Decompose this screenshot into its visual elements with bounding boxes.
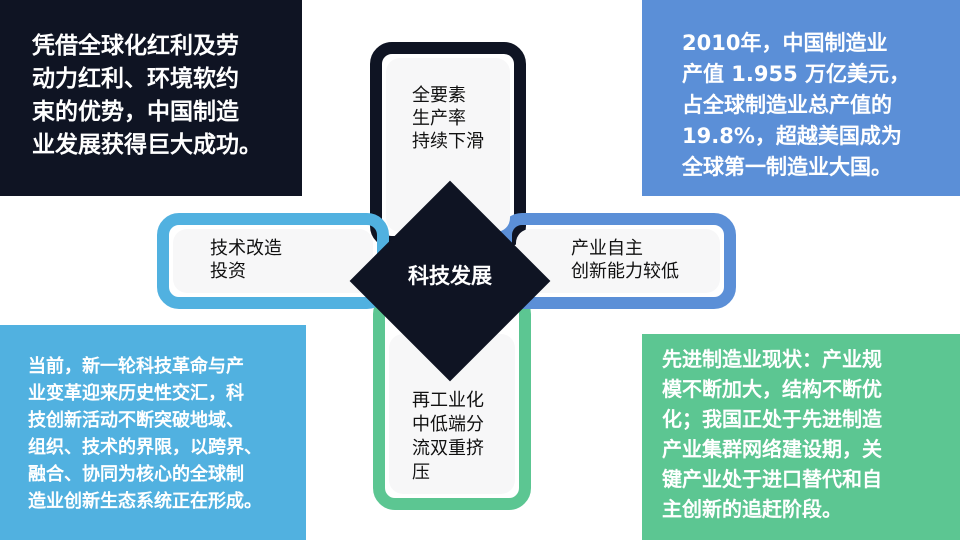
right-arm-text: 产业自主 创新能力较低 [571,238,679,282]
left-arm-text: 技术改造 投资 [210,238,282,282]
bottom-right-info-box: 先进制造业现状：产业规 模不断加大，结构不断优 化；我国正处于先进制造 产业集群… [642,334,960,540]
top-right-text: 2010年，中国制造业 产值 1.955 万亿美元， 占全球制造业总产值的 19… [682,31,911,179]
left-arm-card: 技术改造 投资 [173,229,373,293]
bottom-arm-text: 再工业化 中低端分 流双重挤 压 [412,390,484,483]
top-left-info-box: 凭借全球化红利及劳 动力红利、环境软约 束的优势，中国制造 业发展获得巨大成功。 [0,0,302,196]
right-arm-card: 产业自主 创新能力较低 [516,229,720,293]
top-arm-text: 全要素 生产率 持续下滑 [412,85,484,152]
bottom-arm-frame [373,292,531,510]
bottom-left-info-box: 当前，新一轮科技革命与产 业变革迎来历史性交汇，科 技创新活动不断突破地域、 组… [0,325,306,540]
bottom-right-text: 先进制造业现状：产业规 模不断加大，结构不断优 化；我国正处于先进制造 产业集群… [662,347,882,521]
center-label: 科技发展 [408,264,492,288]
bottom-left-text: 当前，新一轮科技革命与产 业变革迎来历史性交汇，科 技创新活动不断突破地域、 组… [28,356,262,512]
top-right-info-box: 2010年，中国制造业 产值 1.955 万亿美元， 占全球制造业总产值的 19… [642,0,960,196]
top-left-text: 凭借全球化红利及劳 动力红利、环境软约 束的优势，中国制造 业发展获得巨大成功。 [32,33,262,158]
